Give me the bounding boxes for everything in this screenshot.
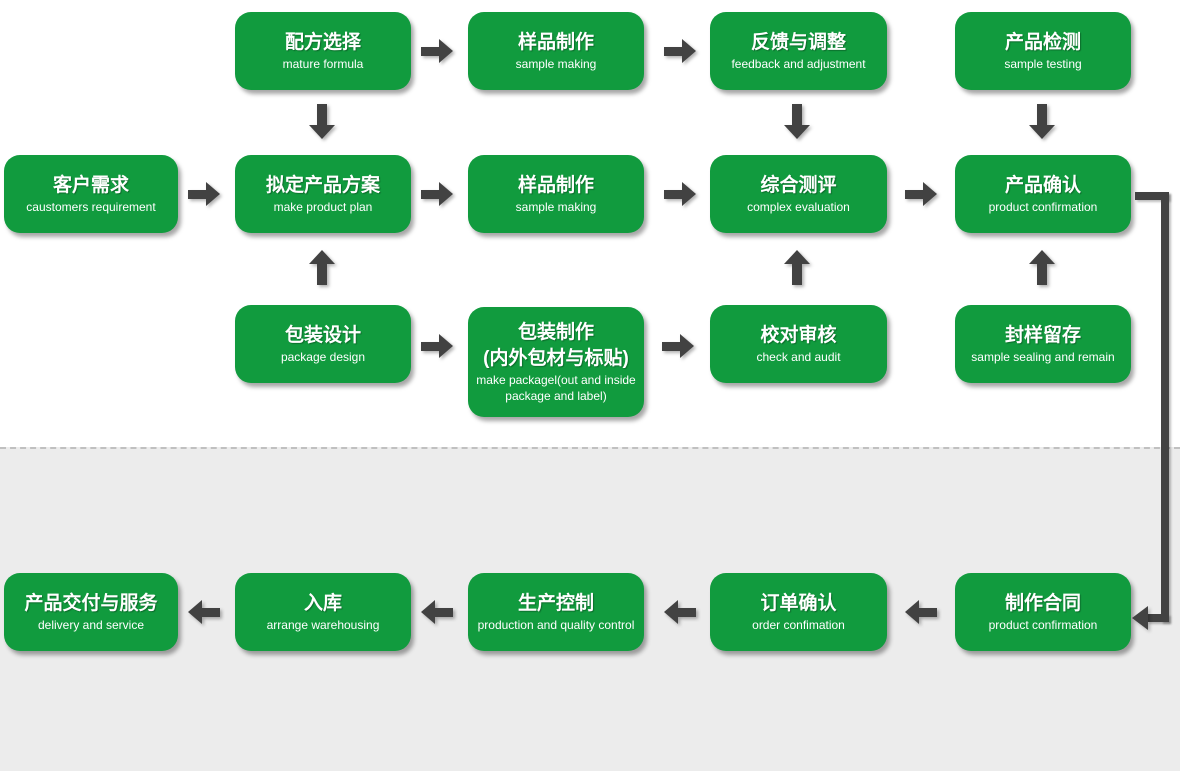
arrow-left-icon (188, 600, 220, 624)
node-title: 样品制作 (517, 32, 594, 53)
node-sample-sealing: 封样留存 sample sealing and remain (955, 305, 1131, 383)
node-subtitle: arrange warehousing (266, 618, 380, 632)
arrow-right-icon (421, 39, 453, 63)
node-subtitle: sample testing (1004, 57, 1082, 71)
node-product-confirmation: 产品确认 product confirmation (955, 155, 1131, 233)
arrow-down-icon (784, 104, 810, 139)
arrow-up-icon (309, 250, 335, 285)
node-subtitle: complex evaluation (747, 200, 850, 214)
node-contract-making: 制作合同 product confirmation (955, 573, 1131, 651)
node-check-audit: 校对审核 check and audit (710, 305, 887, 383)
arrow-left-icon (664, 600, 696, 624)
arrow-up-icon (784, 250, 810, 285)
node-title: 样品制作 (517, 175, 594, 196)
node-subtitle: make product plan (273, 200, 373, 214)
arrow-left-icon (905, 600, 937, 624)
node-subtitle: product confirmation (988, 200, 1098, 214)
node-title: 生产控制 (517, 593, 594, 614)
node-product-testing: 产品检测 sample testing (955, 12, 1131, 90)
node-title: 配方选择 (284, 32, 361, 53)
arrow-right-icon (421, 334, 453, 358)
arrow-down-icon (1029, 104, 1055, 139)
node-subtitle: sample making (515, 200, 597, 214)
node-subtitle: product confirmation (988, 618, 1098, 632)
node-customer-requirement: 客户需求 caustomers requirement (4, 155, 178, 233)
node-title: 包装设计 (284, 325, 361, 346)
node-subtitle: mature formula (282, 57, 364, 71)
node-sample-making-top: 样品制作 sample making (468, 12, 644, 90)
connector-arrowhead-left-icon (1132, 606, 1148, 630)
arrow-right-icon (421, 182, 453, 206)
arrow-right-icon (664, 39, 696, 63)
arrow-left-icon (421, 600, 453, 624)
node-title: 产品交付与服务 (24, 593, 158, 614)
node-title: 校对审核 (760, 325, 837, 346)
node-subtitle: production and quality control (477, 618, 635, 632)
node-order-confirmation: 订单确认 order confimation (710, 573, 887, 651)
node-title: 综合测评 (760, 175, 837, 196)
node-title: 包装制作 (517, 322, 594, 343)
node-delivery-service: 产品交付与服务 delivery and service (4, 573, 178, 651)
node-subtitle: package design (280, 350, 366, 364)
node-title: 反馈与调整 (750, 32, 846, 53)
node-feedback-adjustment: 反馈与调整 feedback and adjustment (710, 12, 887, 90)
arrow-up-icon (1029, 250, 1055, 285)
node-title-line2: (内外包材与标贴) (483, 348, 629, 369)
node-production-control: 生产控制 production and quality control (468, 573, 644, 651)
node-complex-evaluation: 综合测评 complex evaluation (710, 155, 887, 233)
node-subtitle: feedback and adjustment (731, 57, 866, 71)
node-subtitle: sample sealing and remain (971, 350, 1115, 364)
node-formula-selection: 配方选择 mature formula (235, 12, 411, 90)
node-title: 拟定产品方案 (265, 175, 380, 196)
node-subtitle: check and audit (756, 350, 841, 364)
node-subtitle: order confimation (752, 618, 845, 632)
arrow-right-icon (664, 182, 696, 206)
node-title: 产品确认 (1004, 175, 1081, 196)
node-product-plan: 拟定产品方案 make product plan (235, 155, 411, 233)
node-subtitle: sample making (515, 57, 597, 71)
node-sample-making-mid: 样品制作 sample making (468, 155, 644, 233)
node-title: 订单确认 (760, 593, 837, 614)
node-subtitle: caustomers requirement (26, 200, 156, 214)
node-title: 制作合同 (1004, 593, 1081, 614)
node-title: 入库 (303, 593, 342, 614)
connector-line-top (1135, 192, 1169, 200)
node-package-design: 包装设计 package design (235, 305, 411, 383)
node-title: 客户需求 (52, 175, 129, 196)
node-subtitle: delivery and service (37, 618, 145, 632)
node-subtitle: make packagel(out and inside package and… (476, 373, 636, 403)
arrow-right-icon (188, 182, 220, 206)
connector-line-vertical (1161, 192, 1169, 622)
arrow-down-icon (309, 104, 335, 139)
node-title: 封样留存 (1004, 325, 1081, 346)
connector-line-bottom (1147, 614, 1169, 622)
arrow-right-icon (662, 334, 694, 358)
node-warehousing: 入库 arrange warehousing (235, 573, 411, 651)
node-title: 产品检测 (1004, 32, 1081, 53)
node-package-making: 包装制作 (内外包材与标贴) make packagel(out and ins… (468, 307, 644, 417)
arrow-right-icon (905, 182, 937, 206)
